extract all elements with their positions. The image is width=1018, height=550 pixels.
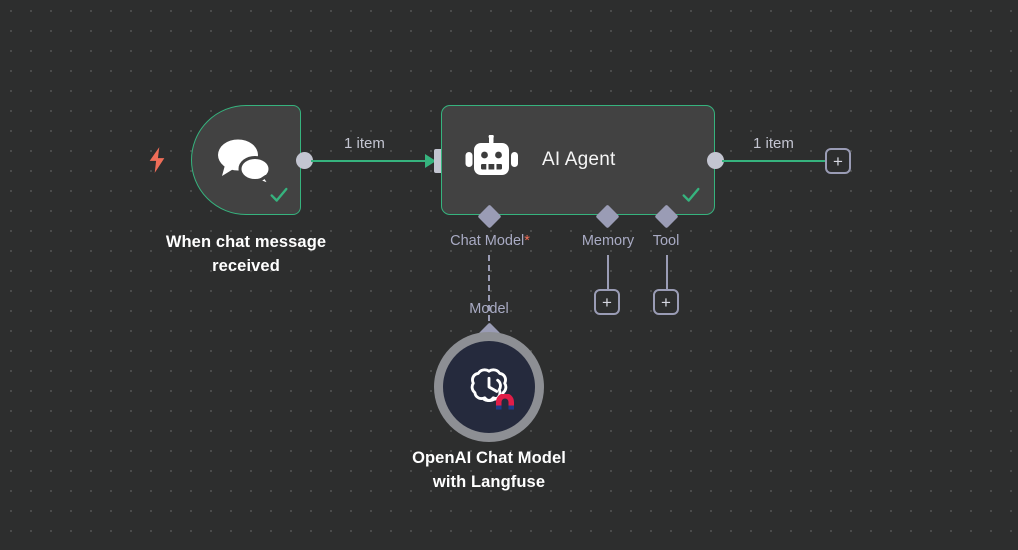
sub-label-chat-model: Chat Model* bbox=[430, 233, 550, 249]
sub-label-memory: Memory bbox=[581, 233, 635, 249]
connection-agent-to-model[interactable] bbox=[488, 255, 490, 331]
connection-label-agent-to-next: 1 item bbox=[753, 135, 794, 152]
connection-memory-stub[interactable] bbox=[606, 255, 609, 290]
trigger-output-port[interactable] bbox=[296, 152, 313, 169]
trigger-status-check-icon bbox=[268, 184, 290, 206]
openai-logo-icon bbox=[466, 364, 514, 410]
robot-icon bbox=[464, 133, 520, 186]
sub-label-chat-model-text: Chat Model bbox=[450, 233, 525, 249]
chat-bubbles-icon bbox=[213, 134, 277, 195]
agent-output-port[interactable] bbox=[707, 152, 724, 169]
lightning-bolt-icon bbox=[146, 146, 168, 174]
add-tool-button[interactable]: + bbox=[653, 289, 679, 315]
required-asterisk: * bbox=[524, 233, 530, 249]
sub-link-label-model: Model bbox=[469, 301, 509, 317]
node-when-chat-message-received[interactable] bbox=[191, 105, 301, 215]
connection-tool-stub[interactable] bbox=[665, 255, 668, 290]
trigger-node-label: When chat message received bbox=[165, 233, 327, 275]
connection-trigger-to-agent[interactable] bbox=[311, 159, 435, 162]
langfuse-logo-icon bbox=[493, 393, 517, 410]
node-ai-agent[interactable]: AI Agent bbox=[441, 105, 715, 215]
agent-input-port[interactable] bbox=[434, 149, 443, 173]
model-node-label: OpenAI Chat Model with Langfuse bbox=[412, 449, 566, 491]
connection-label-trigger-to-agent: 1 item bbox=[344, 135, 385, 152]
sub-label-tool: Tool bbox=[652, 233, 680, 249]
add-next-node-button[interactable]: + bbox=[825, 148, 851, 174]
node-openai-chat-model[interactable] bbox=[434, 332, 544, 442]
agent-status-check-icon bbox=[680, 184, 702, 206]
add-memory-button[interactable]: + bbox=[594, 289, 620, 315]
connection-arrow-icon bbox=[425, 153, 436, 168]
connection-agent-to-next[interactable] bbox=[722, 159, 826, 162]
agent-node-title: AI Agent bbox=[542, 149, 616, 170]
